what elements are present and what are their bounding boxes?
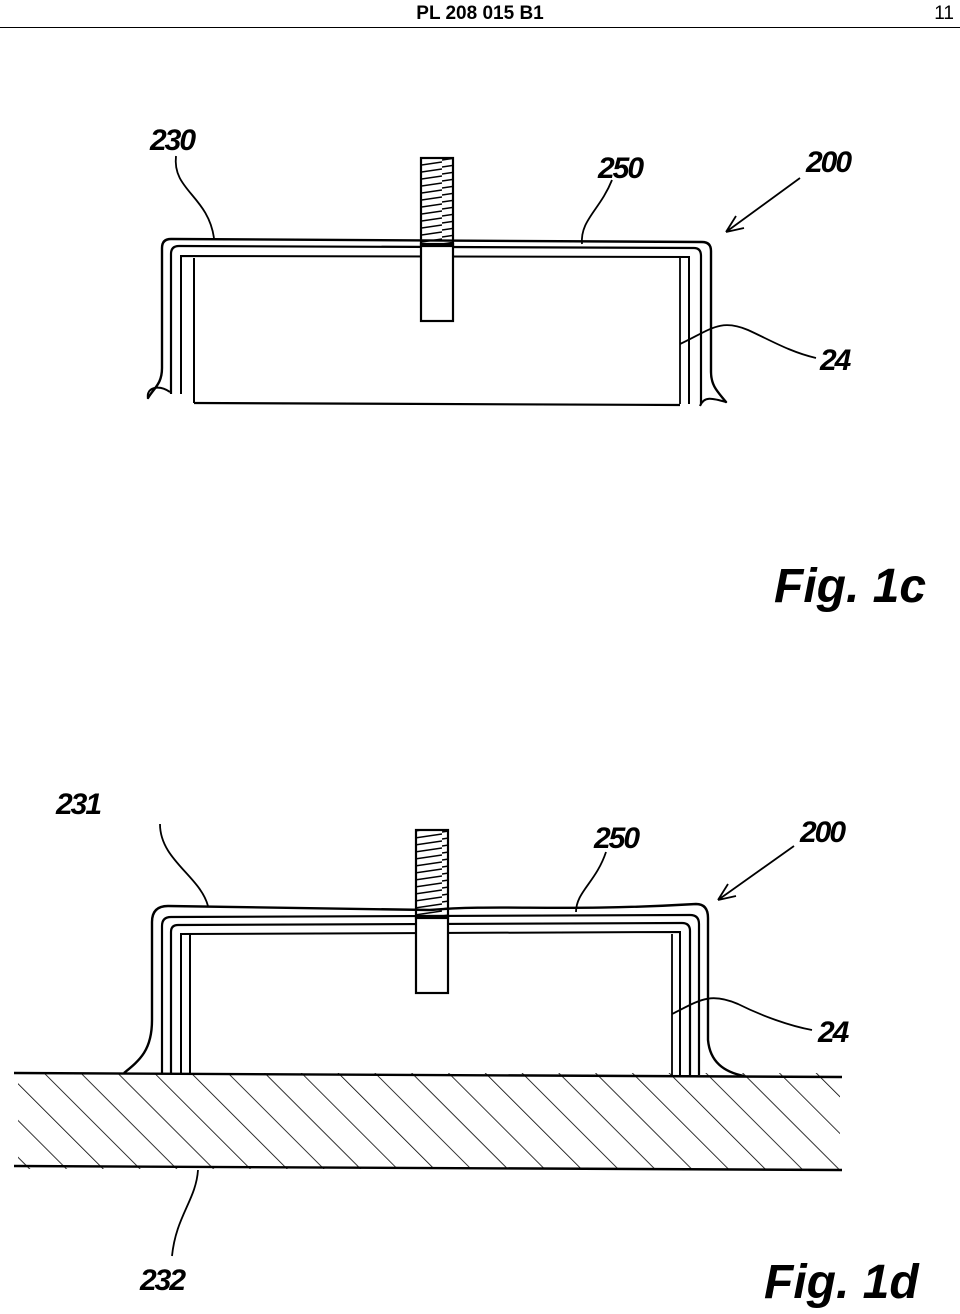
fig-1c-arrow-200 bbox=[725, 177, 801, 233]
fig-1d-outer-coating bbox=[123, 902, 745, 1078]
fig-1d-stud-shank bbox=[414, 914, 450, 995]
fig-1d-label-232: 232 bbox=[139, 1264, 186, 1297]
fig-1c-base-line bbox=[193, 401, 681, 407]
fig-1d-label-231: 231 bbox=[55, 788, 101, 821]
document-number: PL 208 015 B1 bbox=[416, 3, 544, 24]
fig-1c-stud-thread bbox=[419, 156, 455, 248]
page-number: 11 bbox=[934, 3, 954, 24]
fig-1c-stud-shank bbox=[419, 242, 455, 323]
fig-1d-caption: Fig. 1d bbox=[764, 1256, 920, 1309]
fig-1c-leader-250 bbox=[581, 179, 613, 245]
fig-1c-label-230: 230 bbox=[149, 124, 196, 157]
fig-1d-label-24: 24 bbox=[817, 1016, 850, 1049]
fig-1d-leader-232 bbox=[171, 1169, 199, 1257]
fig-1d-leader-24 bbox=[671, 997, 813, 1031]
fig-1c-label-250: 250 bbox=[597, 152, 644, 185]
fig-1d-label-250: 250 bbox=[593, 822, 640, 855]
header-rule bbox=[0, 27, 960, 28]
fig-1c-drawing: 230 250 200 24 Fig. 1c bbox=[146, 124, 926, 613]
fig-1d-substrate-top bbox=[13, 1071, 843, 1079]
fig-1d-drawing: 231 250 200 24 232 Fig. 1d bbox=[13, 788, 920, 1309]
fig-1d-leader-231 bbox=[159, 823, 209, 907]
fig-1c-label-200: 200 bbox=[805, 146, 852, 179]
fig-1c-leader-24 bbox=[679, 324, 817, 359]
fig-1d-leader-250 bbox=[575, 851, 607, 913]
fig-1c-outer-cap-foot-right bbox=[699, 397, 727, 407]
fig-1c-outer-cap-foot-left bbox=[146, 386, 171, 399]
fig-1d-label-200: 200 bbox=[799, 816, 846, 849]
page-header: PL 208 015 B1 11 bbox=[0, 0, 960, 30]
fig-1d-substrate bbox=[18, 1073, 840, 1169]
fig-1c-label-24: 24 bbox=[819, 344, 852, 377]
fig-1d-stud-thread bbox=[414, 828, 450, 920]
fig-1c-caption: Fig. 1c bbox=[774, 560, 926, 613]
fig-1d-arrow-200 bbox=[717, 845, 795, 901]
fig-1d-substrate-bottom bbox=[13, 1164, 843, 1172]
fig-1c-leader-230 bbox=[174, 155, 215, 239]
